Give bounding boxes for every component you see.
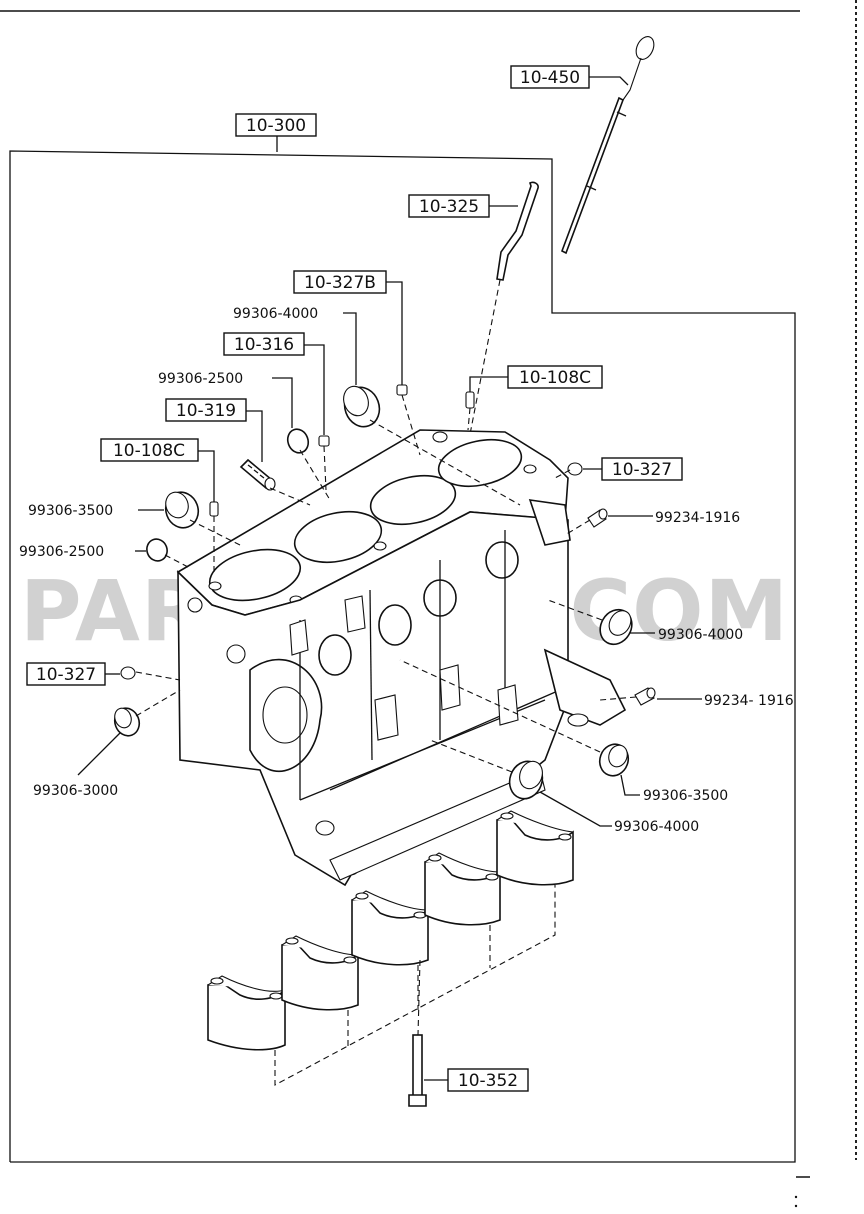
label-10-108C-left-text: 10-108C — [113, 441, 185, 461]
cap-99306-3500-left — [164, 491, 200, 529]
cap-99306-3000-left — [113, 707, 141, 737]
label-10-325[interactable]: 10-325 — [408, 194, 490, 218]
pn-99306-3000-left: 99306-3000 — [33, 783, 118, 799]
label-10-450-text: 10-450 — [520, 68, 580, 88]
plug-10-327-left — [120, 666, 136, 680]
stray-mark-1 — [794, 1195, 798, 1199]
cap-99306-4000-top — [343, 385, 381, 428]
cap-99306-2500-left — [146, 538, 168, 562]
knock-pin-10-108C-top — [465, 391, 475, 409]
label-10-352[interactable]: 10-352 — [447, 1068, 529, 1092]
plug-10-327-right — [567, 462, 583, 476]
label-10-108C-top-text: 10-108C — [519, 368, 591, 388]
assembly-dashed-lines — [135, 394, 637, 773]
plug-10-327B — [396, 384, 408, 396]
label-10-325-text: 10-325 — [419, 197, 479, 217]
bearing-cap-2 — [281, 935, 359, 1011]
label-10-316-text: 10-316 — [234, 335, 294, 355]
knock-pin-10-108C-left — [209, 501, 219, 517]
label-10-108C-left[interactable]: 10-108C — [100, 438, 199, 462]
bearing-cap-1 — [207, 975, 286, 1051]
stray-mark-2 — [794, 1204, 798, 1208]
cap-99306-4000-bottom — [508, 760, 544, 800]
bearing-cap-5 — [496, 810, 574, 886]
plug-10-316 — [318, 435, 330, 447]
main-bearing-bolt — [408, 1034, 427, 1107]
label-10-327-right-text: 10-327 — [612, 460, 672, 480]
cap-99306-4000-right — [599, 608, 633, 646]
label-10-319[interactable]: 10-319 — [165, 398, 247, 422]
bearing-cap-4 — [424, 852, 501, 926]
bearing-cap-3 — [351, 890, 429, 966]
label-10-300-text: 10-300 — [246, 116, 306, 136]
cylinder-block-group-frame — [9, 150, 796, 1163]
label-10-352-text: 10-352 — [458, 1071, 518, 1091]
label-10-300[interactable]: 10-300 — [235, 113, 317, 137]
label-10-327-right[interactable]: 10-327 — [601, 457, 683, 481]
oil-dipstick — [560, 36, 655, 255]
leader-lines — [77, 76, 702, 1081]
bearing-cap-dashed-lines — [274, 885, 556, 1086]
pn-99306-3500-right: 99306-3500 — [643, 788, 728, 804]
pn-99306-4000-right: 99306-4000 — [658, 627, 743, 643]
label-10-327B-text: 10-327B — [304, 273, 376, 293]
cap-99306-2500-upper — [286, 428, 310, 454]
pn-99306-4000-bottom: 99306-4000 — [614, 819, 699, 835]
main-bearing-caps — [207, 810, 574, 1051]
plug-99234-1916-upper — [587, 508, 608, 528]
label-10-450[interactable]: 10-450 — [510, 65, 590, 89]
stud-10-319 — [239, 458, 276, 491]
pn-99306-3500-left: 99306-3500 — [28, 503, 113, 519]
cap-99306-3500-right — [598, 743, 630, 777]
pn-99234-1916-upper: 99234-1916 — [655, 510, 740, 526]
label-10-327-left[interactable]: 10-327 — [26, 662, 106, 686]
label-10-327B[interactable]: 10-327B — [293, 270, 387, 294]
label-10-327-left-text: 10-327 — [36, 665, 96, 685]
pn-99306-4000-top: 99306-4000 — [233, 306, 318, 322]
label-10-319-text: 10-319 — [176, 401, 236, 421]
pn-99306-2500-upper: 99306-2500 — [158, 371, 243, 387]
pn-99234-1916-lower: 99234- 1916 — [704, 693, 794, 709]
pn-99306-2500-left: 99306-2500 — [19, 544, 104, 560]
cylinder-block-body — [176, 429, 627, 887]
plug-99234-1916-lower — [634, 687, 656, 706]
label-10-108C-top[interactable]: 10-108C — [507, 365, 603, 389]
label-10-316[interactable]: 10-316 — [223, 332, 305, 356]
